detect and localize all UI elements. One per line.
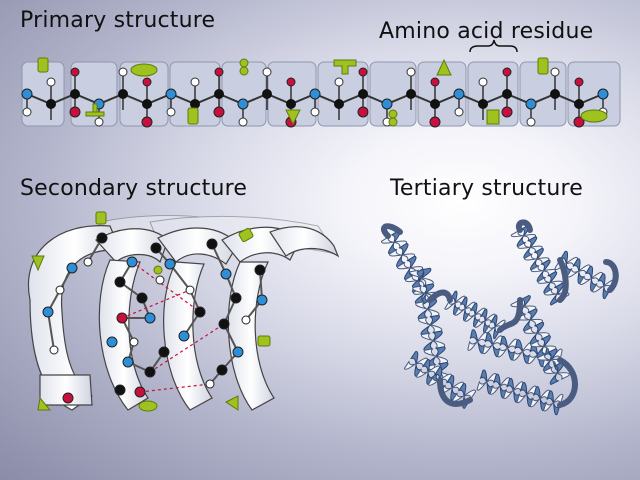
alpha-helix-segment <box>477 370 563 415</box>
protein-fold <box>381 222 616 414</box>
loop-ribbon <box>430 293 450 301</box>
alpha-helix-segment <box>381 230 439 305</box>
loop-ribbon <box>500 300 520 330</box>
